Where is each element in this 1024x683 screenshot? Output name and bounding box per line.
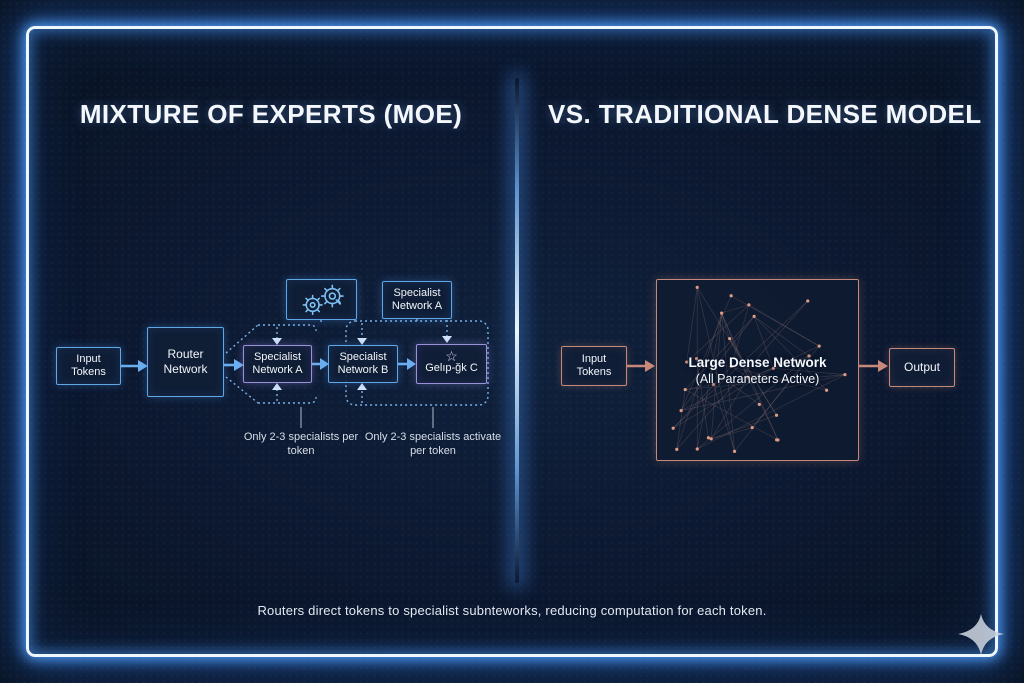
router-network-label: Router Network — [163, 347, 208, 376]
dense-input-tokens-label: Input Tokens — [576, 352, 612, 378]
left-panel-title: MIXTURE OF EXPERTS (MOE) — [79, 99, 463, 129]
star-icon: ☆ — [445, 348, 458, 365]
panel-divider — [515, 78, 519, 583]
large-dense-network-box: Large Dense Network (All Paraneters Acti… — [656, 279, 859, 461]
router-network-box: Router Network — [147, 327, 224, 397]
right-panel-title: VS. TRADITIONAL DENSE MODEL — [548, 99, 982, 129]
specialist-network-b-label: Specialist Network B — [337, 350, 389, 376]
dense-input-tokens-box: Input Tokens — [561, 346, 627, 386]
specialist-network-c-label: Gelıp-ğk C — [425, 362, 478, 375]
moe-caption-right: Only 2-3 specialists activate per token — [364, 431, 502, 458]
moe-caption-left: Only 2-3 specialists per token — [243, 431, 359, 458]
dense-network-title: Large Dense Network — [688, 354, 827, 370]
specialist-network-a-label: Specialist Network A — [252, 350, 303, 376]
output-box: Output — [889, 348, 955, 387]
specialist-network-a-box: Specialist Network A — [243, 345, 312, 383]
top-specialist-network-a-box: Specialist Network A — [382, 281, 452, 319]
gears-icon — [302, 284, 344, 315]
dense-mesh — [671, 285, 847, 453]
moe-input-tokens-box: Input Tokens — [56, 347, 121, 385]
output-label: Output — [903, 360, 941, 375]
gears-box — [286, 279, 357, 320]
specialist-network-b-box: Specialist Network B — [328, 345, 398, 383]
top-specialist-network-a-label: Specialist Network A — [391, 286, 443, 312]
footer-caption: Routers direct tokens to specialist subn… — [257, 603, 767, 618]
specialist-network-c-box: ☆ Gelıp-ğk C — [416, 344, 487, 384]
moe-input-tokens-label: Input Tokens — [71, 352, 106, 378]
dense-network-subtitle: (All Paraneters Active) — [695, 371, 820, 386]
